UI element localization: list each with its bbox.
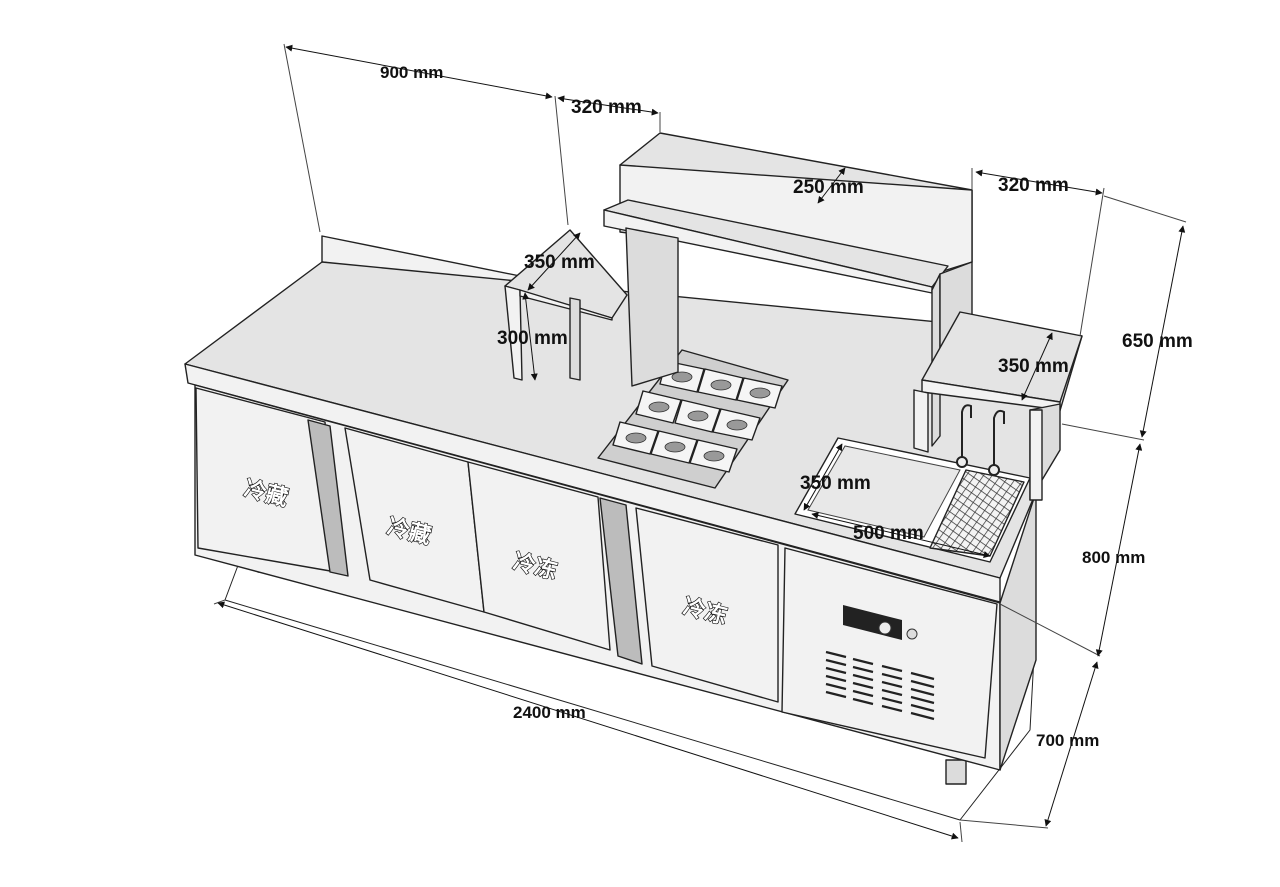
- faucet-icon: [956, 404, 1005, 476]
- dim-sink-depth: 350 mm: [800, 473, 871, 494]
- food-pans: [612, 360, 783, 473]
- cabinet-side: [999, 491, 1037, 771]
- leg-right: [945, 759, 967, 785]
- dim-left-shelf-height: 300 mm: [497, 328, 568, 349]
- left-shelf-side: [519, 289, 613, 321]
- dim-counter-height: 800 mm: [1082, 548, 1145, 567]
- center-shelf-leg-left: [625, 227, 679, 387]
- dim-width-total: 2400 mm: [513, 703, 586, 722]
- left-shelf-leg: [504, 285, 523, 381]
- dim-top-shelf-depth: 250 mm: [793, 177, 864, 198]
- indicator-light: [906, 628, 918, 640]
- dim-overall-shelf-height: 650 mm: [1122, 331, 1193, 352]
- dim-right-shelf-depth: 350 mm: [998, 356, 1069, 377]
- right-shelf-leg-side2: [1029, 409, 1043, 501]
- dim-left-shelf-depth: 350 mm: [524, 252, 595, 273]
- right-shelf-leg-front: [913, 389, 929, 453]
- dim-sink-width: 500 mm: [853, 523, 924, 544]
- control-knob: [878, 621, 892, 635]
- handle-1: [307, 419, 349, 577]
- dimension-lines: [213, 43, 1187, 843]
- left-shelf-back-leg: [569, 297, 581, 381]
- dim-shelf-right-offset: 320 mm: [998, 175, 1069, 196]
- dim-shelf-left-offset: 320 mm: [571, 97, 642, 118]
- dim-depth-total: 900 mm: [380, 63, 443, 82]
- dim-counter-depth: 700 mm: [1036, 731, 1099, 750]
